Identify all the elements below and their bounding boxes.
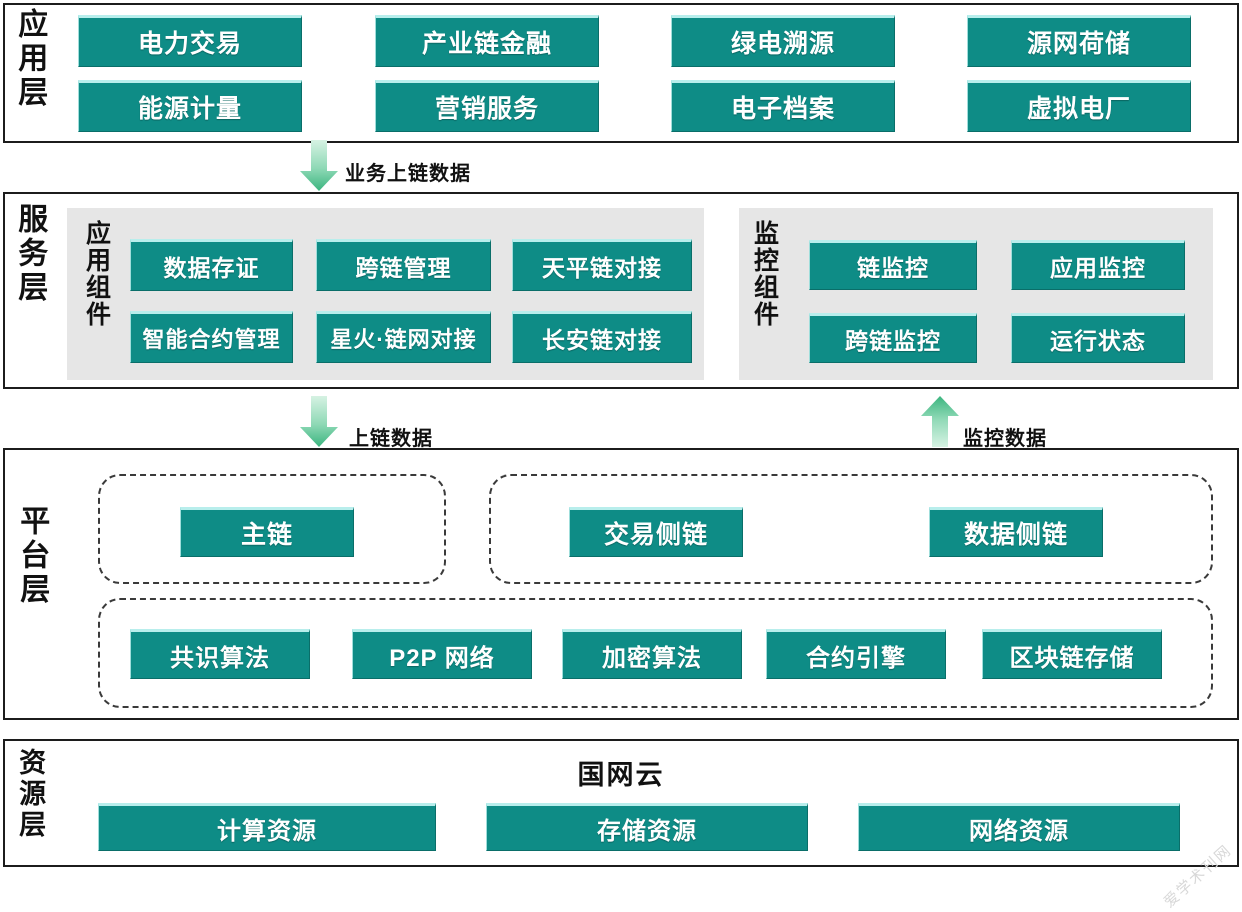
platform-module-data-side-chain[interactable]: 数据侧链 bbox=[929, 507, 1103, 557]
platform-module-contract-engine[interactable]: 合约引擎 bbox=[766, 629, 946, 679]
platform-group-main-chain bbox=[98, 474, 446, 584]
architecture-diagram: 应用层 电力交易 能源计量 产业链金融 营销服务 绿电溯源 电子档案 源网荷储 … bbox=[3, 3, 1239, 911]
application-layer-title: 应用层 bbox=[13, 8, 47, 110]
service-module-running-status[interactable]: 运行状态 bbox=[1011, 313, 1185, 363]
flow-arrow-business-onchain bbox=[298, 140, 340, 192]
platform-group-side-chains bbox=[489, 474, 1213, 584]
app-module-power-trading[interactable]: 电力交易 bbox=[78, 15, 302, 67]
resource-layer-title: 资源层 bbox=[15, 748, 46, 841]
service-module-chain-monitoring[interactable]: 链监控 bbox=[809, 240, 977, 290]
service-module-smart-contract-management[interactable]: 智能合约管理 bbox=[130, 311, 293, 363]
service-group-monitoring-components-title: 监控组件 bbox=[750, 220, 779, 328]
platform-module-blockchain-storage[interactable]: 区块链存储 bbox=[982, 629, 1162, 679]
service-module-tianping-chain-adapter[interactable]: 天平链对接 bbox=[512, 239, 692, 291]
resource-module-storage[interactable]: 存储资源 bbox=[486, 803, 808, 851]
app-module-supply-chain-finance[interactable]: 产业链金融 bbox=[375, 15, 599, 67]
service-layer-title: 服务层 bbox=[13, 203, 47, 305]
resource-module-network[interactable]: 网络资源 bbox=[858, 803, 1180, 851]
app-module-marketing-service[interactable]: 营销服务 bbox=[375, 80, 599, 132]
flow-arrow-onchain-data bbox=[298, 396, 340, 448]
app-module-green-power-tracing[interactable]: 绿电溯源 bbox=[671, 15, 895, 67]
resource-module-compute[interactable]: 计算资源 bbox=[98, 803, 436, 851]
platform-group-infrastructure bbox=[98, 598, 1213, 708]
flow-label-business-onchain: 业务上链数据 bbox=[345, 163, 471, 185]
service-module-cross-chain-monitoring[interactable]: 跨链监控 bbox=[809, 313, 977, 363]
service-module-xinghuo-chainnet-adapter[interactable]: 星火·链网对接 bbox=[316, 311, 491, 363]
flow-label-onchain-data: 上链数据 bbox=[349, 428, 433, 450]
service-module-application-monitoring[interactable]: 应用监控 bbox=[1011, 240, 1185, 290]
platform-module-encryption-algorithm[interactable]: 加密算法 bbox=[562, 629, 742, 679]
service-module-cross-chain-management[interactable]: 跨链管理 bbox=[316, 239, 491, 291]
flow-arrow-monitor-data bbox=[919, 396, 961, 448]
app-module-energy-metering[interactable]: 能源计量 bbox=[78, 80, 302, 132]
resource-cloud-name: 国网云 bbox=[577, 760, 665, 790]
app-module-electronic-archive[interactable]: 电子档案 bbox=[671, 80, 895, 132]
platform-module-transaction-side-chain[interactable]: 交易侧链 bbox=[569, 507, 743, 557]
platform-module-main-chain[interactable]: 主链 bbox=[180, 507, 354, 557]
platform-layer-title: 平台层 bbox=[15, 505, 49, 607]
platform-module-consensus-algorithm[interactable]: 共识算法 bbox=[130, 629, 310, 679]
platform-module-p2p-network[interactable]: P2P 网络 bbox=[352, 629, 532, 679]
service-module-data-attestation[interactable]: 数据存证 bbox=[130, 239, 293, 291]
service-group-application-components-title: 应用组件 bbox=[82, 220, 111, 328]
flow-label-monitor-data: 监控数据 bbox=[963, 428, 1047, 450]
service-module-changan-chain-adapter[interactable]: 长安链对接 bbox=[512, 311, 692, 363]
app-module-source-grid-load-storage[interactable]: 源网荷储 bbox=[967, 15, 1191, 67]
app-module-virtual-power-plant[interactable]: 虚拟电厂 bbox=[967, 80, 1191, 132]
